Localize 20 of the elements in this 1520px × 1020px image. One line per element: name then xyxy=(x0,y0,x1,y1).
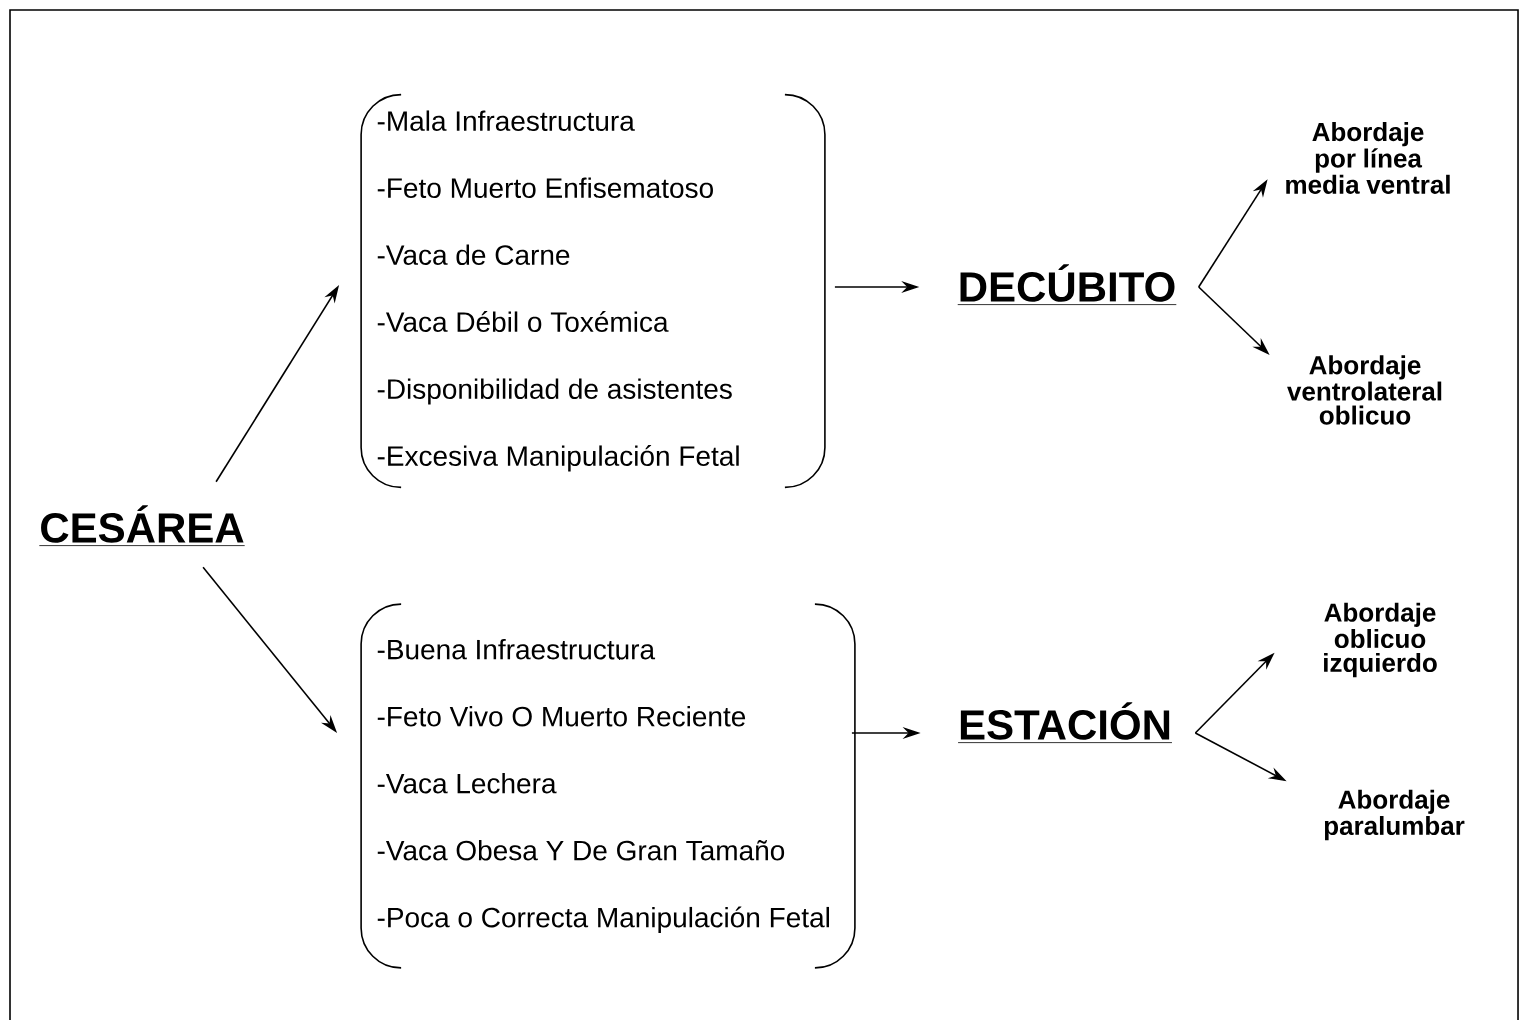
list-item: -Disponibilidad de asistentes xyxy=(377,378,732,405)
bracket-box xyxy=(360,93,826,489)
list-item: -Feto Vivo O Muerto Reciente xyxy=(377,705,746,727)
list-item: -Feto Muerto Enfisematoso xyxy=(377,177,713,198)
list-item: -Vaca Lechera xyxy=(377,772,557,794)
approach-label: Abordaje paralumbar xyxy=(1324,789,1465,841)
approach-label: Abordaje por línea media ventral xyxy=(1286,122,1450,194)
heading: DECÚBITO xyxy=(957,264,1177,305)
list-item: -Buena Infraestructura xyxy=(377,638,656,660)
list-item: -Poca o Correcta Manipulación Fetal xyxy=(377,906,829,933)
bracket-box xyxy=(360,603,856,969)
approach-label: Abordaje ventrolateral oblicuo xyxy=(1287,355,1442,425)
heading: CESÁREA xyxy=(38,505,246,546)
list-item: -Vaca de Carne xyxy=(377,244,570,265)
approach-label: Abordaje oblicuo izquierdo xyxy=(1324,602,1437,678)
list-item: -Mala Infraestructura xyxy=(377,110,635,131)
heading: ESTACIÓN xyxy=(957,702,1173,743)
list-item: -Vaca Obesa Y De Gran Tamaño xyxy=(377,839,785,861)
list-item: -Excesiva Manipulación Fetal xyxy=(377,445,739,472)
list-item: -Vaca Débil o Toxémica xyxy=(377,311,669,332)
